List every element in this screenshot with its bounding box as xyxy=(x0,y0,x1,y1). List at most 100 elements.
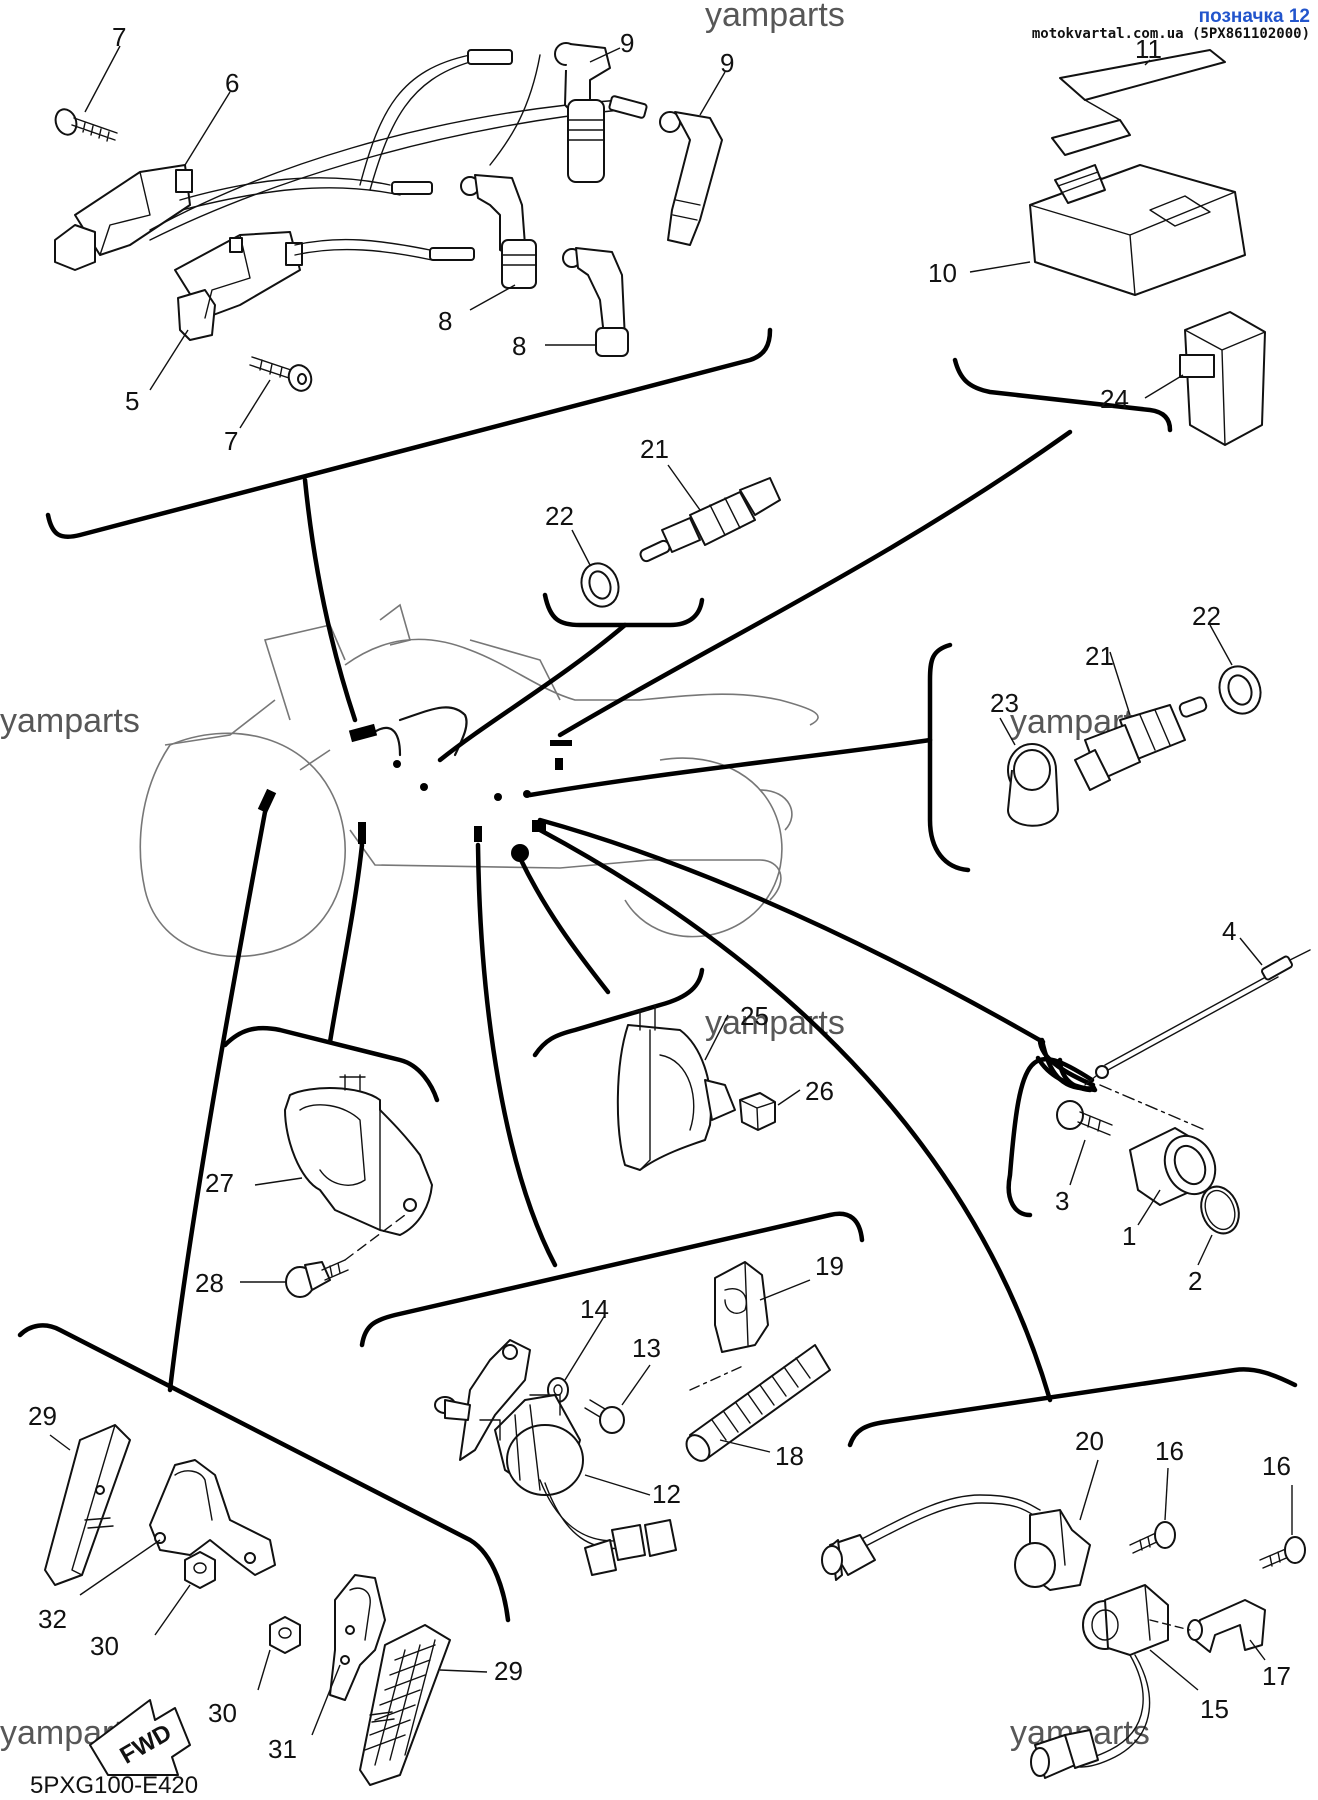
nut-30-lower xyxy=(269,1616,301,1654)
callout-20: 20 xyxy=(1075,1426,1104,1456)
callout-15: 15 xyxy=(1200,1694,1229,1724)
wire-harness xyxy=(257,706,572,862)
washer-22-upper xyxy=(580,562,620,608)
bracket-32 xyxy=(84,1459,276,1576)
horn-group-right xyxy=(616,1004,801,1171)
nut-26 xyxy=(739,1092,776,1131)
plug-cap-8-right xyxy=(562,247,629,357)
callout-11: 11 xyxy=(1135,34,1162,64)
callout-16: 16 xyxy=(1262,1451,1291,1481)
motor-group xyxy=(434,1261,831,1576)
temp-sensor-group-upper xyxy=(571,464,781,608)
fwd-arrow: FWD xyxy=(89,1699,191,1776)
ignition-coil-6 xyxy=(54,164,193,271)
group-brackets xyxy=(17,327,1298,1623)
watermark: yamparts xyxy=(705,0,845,34)
callout-3: 3 xyxy=(1055,1186,1069,1216)
callout-9: 9 xyxy=(720,48,734,78)
callout-28: 28 xyxy=(195,1268,224,1298)
callout-2: 2 xyxy=(1188,1266,1202,1296)
callout-5: 5 xyxy=(125,386,139,416)
sensor-20 xyxy=(821,1494,1091,1591)
callout-25: 25 xyxy=(740,1001,769,1031)
leader-lines xyxy=(167,429,1073,1403)
footrest-pad-29-left xyxy=(44,1424,131,1586)
callout-labels: 7 6 9 9 8 8 5 7 11 10 24 21 22 22 21 23 … xyxy=(28,22,1291,1764)
callout-23: 23 xyxy=(990,688,1019,718)
clamp-17 xyxy=(1149,1599,1266,1653)
callout-21: 21 xyxy=(1085,641,1114,671)
callout-21: 21 xyxy=(640,434,669,464)
callout-4: 4 xyxy=(1222,916,1236,946)
bolt-3 xyxy=(1056,1100,1113,1136)
callout-30: 30 xyxy=(208,1698,237,1728)
sensor-15 xyxy=(1030,1584,1169,1779)
header-tag: позначка 12 xyxy=(1198,6,1310,27)
bolt-16-right xyxy=(1259,1536,1306,1569)
ignition-coil-5 xyxy=(174,231,303,341)
o-ring-2 xyxy=(1200,1185,1240,1235)
callout-26: 26 xyxy=(805,1076,834,1106)
watermark: yamparts xyxy=(705,1004,845,1042)
callout-31: 31 xyxy=(268,1734,297,1764)
plug-cap-9-upper xyxy=(554,42,611,183)
plug-cap-9-right xyxy=(659,111,723,246)
callout-7: 7 xyxy=(112,22,126,52)
diagram-code: 5PXG100-E420 xyxy=(30,1772,198,1799)
sensor-21-right xyxy=(1074,696,1208,791)
horn-25 xyxy=(616,1004,736,1171)
bolt-13 xyxy=(584,1399,625,1434)
washer-22-right xyxy=(1218,665,1262,715)
switch-1 xyxy=(1099,1084,1217,1206)
ignition-coil-group xyxy=(54,42,726,429)
callout-12: 12 xyxy=(652,1479,681,1509)
callout-14: 14 xyxy=(580,1294,609,1324)
callout-29: 29 xyxy=(494,1656,523,1686)
ecu-10 xyxy=(1029,164,1246,296)
bracket-31 xyxy=(329,1574,386,1701)
callout-24: 24 xyxy=(1100,384,1129,414)
speed-sensor-group xyxy=(821,1459,1306,1779)
nut-30-upper xyxy=(184,1551,216,1589)
callout-9: 9 xyxy=(620,28,634,58)
callout-18: 18 xyxy=(775,1441,804,1471)
sleeve-23 xyxy=(1007,743,1059,827)
footrest-pad-29-right xyxy=(359,1624,451,1786)
watermark: yamparts xyxy=(0,702,140,740)
callout-6: 6 xyxy=(225,68,239,98)
callout-17: 17 xyxy=(1262,1661,1291,1691)
plug-cap-8-left xyxy=(460,174,537,289)
stud-18 xyxy=(685,1344,831,1462)
header-source: motokvartal.com.ua (5PX861102000) xyxy=(1031,26,1310,42)
clip-19 xyxy=(714,1261,769,1353)
bolt-16-left xyxy=(1129,1521,1176,1554)
callout-32: 32 xyxy=(38,1604,67,1634)
callout-8: 8 xyxy=(438,306,452,336)
motorcycle-outline xyxy=(139,603,819,958)
callout-8: 8 xyxy=(512,331,526,361)
callout-22: 22 xyxy=(545,501,574,531)
horn-27 xyxy=(284,1074,433,1236)
bolt-7-bottom xyxy=(249,356,313,392)
sensor-21-upper xyxy=(639,477,781,563)
callout-19: 19 xyxy=(815,1251,844,1281)
bolt-28 xyxy=(285,1214,406,1298)
callout-1: 1 xyxy=(1122,1221,1136,1251)
ecu-group xyxy=(969,49,1266,446)
callout-16: 16 xyxy=(1155,1436,1184,1466)
callout-10: 10 xyxy=(928,258,957,288)
motor-12 xyxy=(434,1339,677,1576)
callout-13: 13 xyxy=(632,1333,661,1363)
bolt-7-top xyxy=(54,108,118,142)
footrest-group: FWD xyxy=(44,1424,488,1786)
horn-group-left xyxy=(240,1074,433,1298)
relay-24 xyxy=(1179,311,1266,446)
temp-sensor-group-right xyxy=(999,624,1262,827)
callout-29: 29 xyxy=(28,1401,57,1431)
callout-7: 7 xyxy=(224,426,238,456)
cable-switch-group xyxy=(1056,937,1311,1266)
band-11 xyxy=(1051,49,1226,156)
cable-4 xyxy=(1084,949,1311,1086)
callout-27: 27 xyxy=(205,1168,234,1198)
